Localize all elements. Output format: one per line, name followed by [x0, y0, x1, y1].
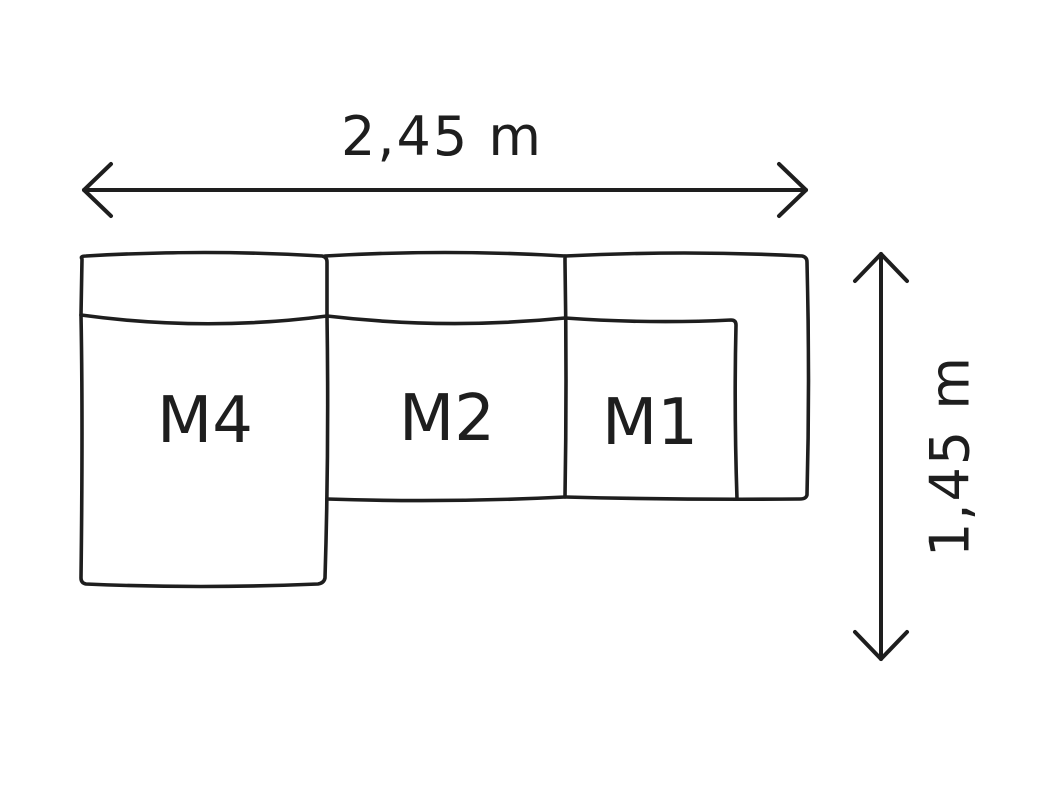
module-m2-outline [323, 250, 568, 503]
module-m2: M2 [323, 250, 568, 503]
depth-arrow [853, 252, 909, 661]
width-arrow [82, 162, 808, 218]
width-label: 2,45 m [341, 105, 543, 168]
width-dimension: 2,45 m [82, 105, 808, 218]
depth-label: 1,45 m [919, 355, 982, 557]
module-m4-backrest [79, 313, 329, 326]
module-m4: M4 [79, 250, 330, 589]
sofa-outline: M4 M2 M1 [79, 250, 811, 589]
module-m1-seat [563, 316, 739, 501]
depth-dimension: 1,45 m [853, 252, 982, 661]
module-m4-outline [79, 250, 330, 589]
module-m4-label: M4 [157, 384, 253, 458]
module-m1: M1 [563, 251, 811, 502]
module-m1-label: M1 [602, 386, 698, 460]
module-m1-outline [563, 251, 811, 502]
module-m2-label: M2 [399, 382, 495, 456]
module-m2-backrest [325, 314, 567, 326]
